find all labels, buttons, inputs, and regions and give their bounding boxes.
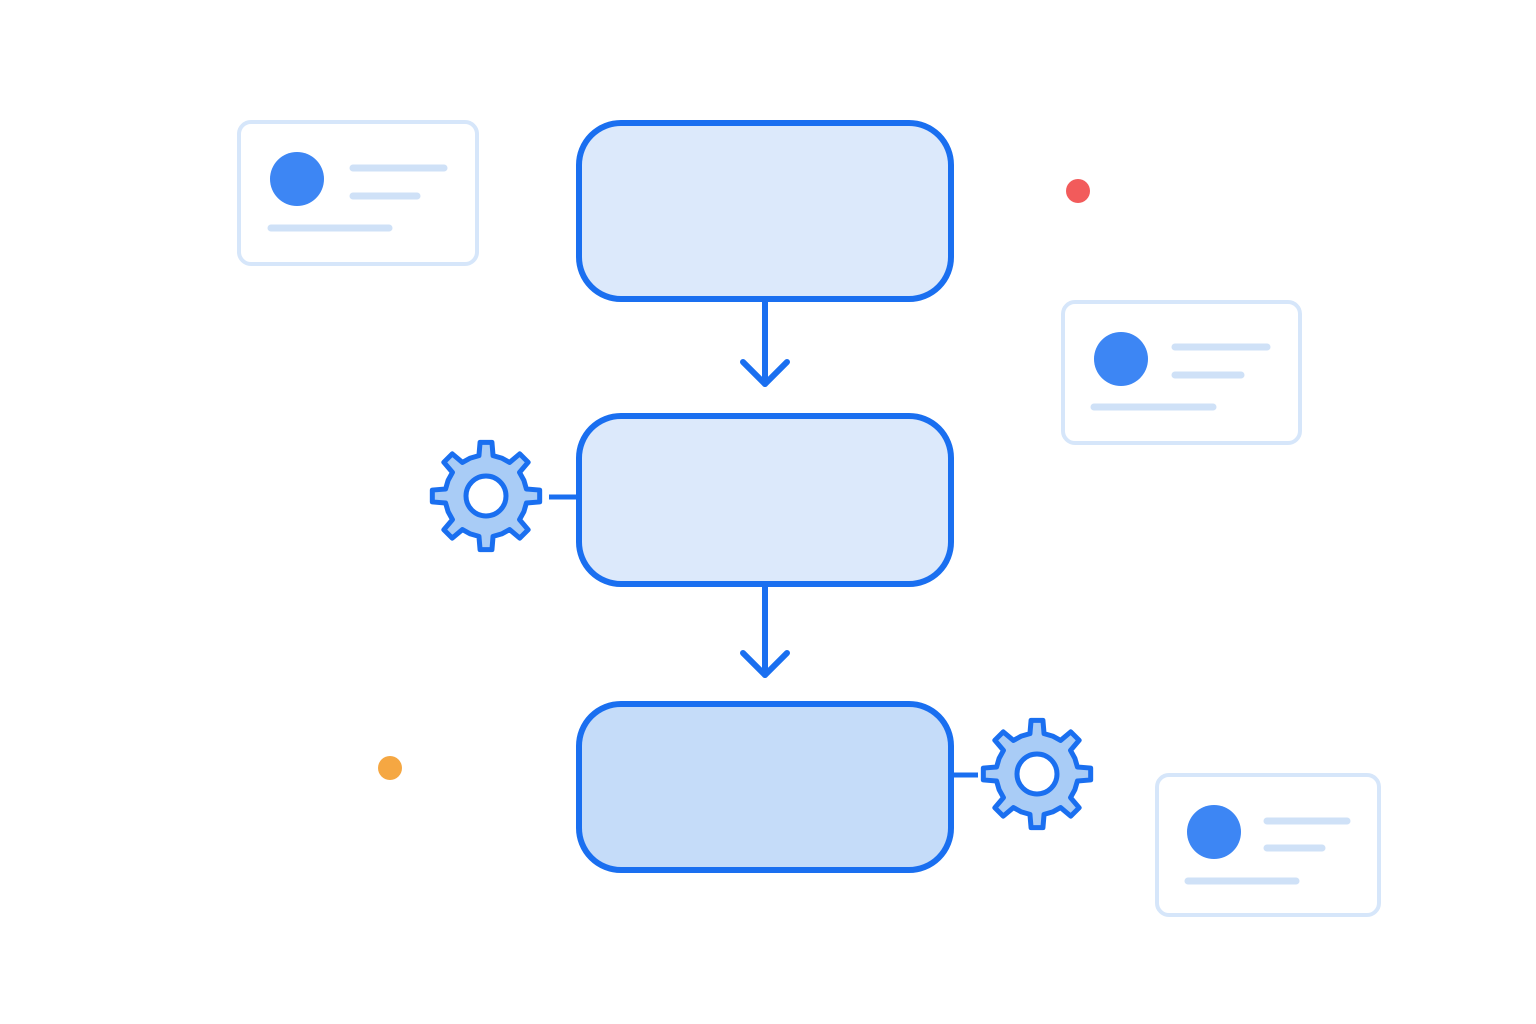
decorative-dot-orange — [378, 756, 402, 780]
gear-icon[interactable] — [432, 442, 539, 549]
flow-step-2[interactable] — [576, 413, 954, 587]
flow-step-1[interactable] — [576, 120, 954, 302]
avatar-icon — [270, 152, 324, 206]
flow-step-3[interactable] — [576, 701, 954, 873]
profile-card — [1155, 773, 1381, 917]
profile-card — [1061, 300, 1302, 445]
avatar-icon — [1094, 332, 1148, 386]
decorative-dot-red — [1066, 179, 1090, 203]
arrow-down-icon — [740, 297, 790, 387]
profile-card — [237, 120, 479, 266]
arrow-down-icon — [740, 581, 790, 678]
avatar-icon — [1187, 805, 1241, 859]
gear-icon[interactable] — [983, 720, 1090, 827]
